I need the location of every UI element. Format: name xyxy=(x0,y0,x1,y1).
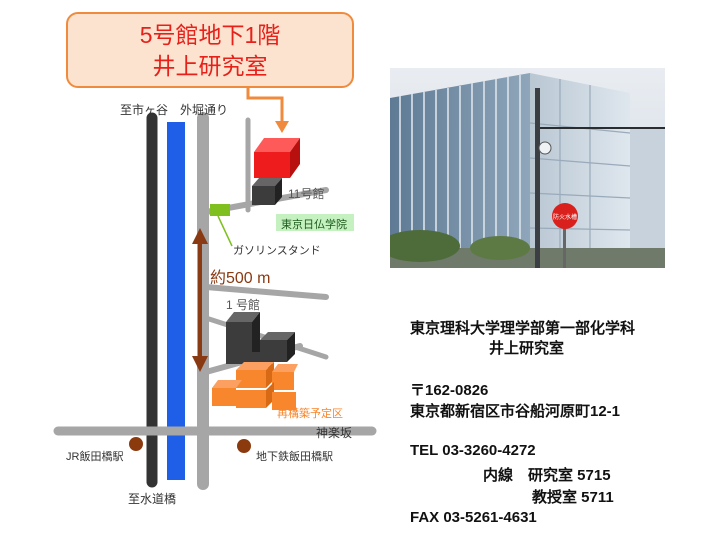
distance-arrowhead-top xyxy=(192,228,208,244)
callout-arrow xyxy=(246,88,284,122)
building-11-cube xyxy=(252,178,282,205)
label-gas-station: ガソリンスタンド xyxy=(233,245,321,257)
metro-station-marker xyxy=(237,439,251,453)
label-bukkyo: 東京日仏学院 xyxy=(281,219,347,231)
info-ext-prof: 教授室 5711 xyxy=(532,489,614,506)
gas-station-marker xyxy=(210,204,230,216)
label-suidobashi: 至水道橋 xyxy=(128,492,177,506)
label-redev: 再構築予定区 xyxy=(277,408,343,420)
info-lab: 井上研究室 xyxy=(489,340,565,357)
info-fax: FAX 03-5261-4631 xyxy=(410,509,537,526)
info-ext-lab: 内線 研究室 5715 xyxy=(483,467,611,484)
building-photo: 防火水槽 xyxy=(390,68,665,268)
distance-arrowhead-bottom xyxy=(192,356,208,372)
label-jr-station: JR飯田橋駅 xyxy=(66,451,124,463)
destination-callout: 5号館地下1階 井上研究室 xyxy=(66,12,354,88)
label-ichigaya: 至市ヶ谷 xyxy=(120,103,169,117)
label-bldg11: 11号館 xyxy=(288,187,325,201)
sign-text: 防火水槽 xyxy=(553,213,577,221)
label-sotobori: 外堀通り xyxy=(180,103,229,117)
road-middle xyxy=(203,284,329,300)
bukkyo-box xyxy=(276,214,354,231)
jr-station-marker xyxy=(129,437,143,451)
river xyxy=(167,122,185,480)
label-kagurazaka: 神楽坂 xyxy=(316,426,353,440)
building-1-cluster xyxy=(226,312,295,368)
label-bldg1: 1 号館 xyxy=(226,298,261,312)
label-metro-station: 地下鉄飯田橋駅 xyxy=(256,451,333,463)
access-map xyxy=(53,88,377,490)
redev-blocks xyxy=(212,362,298,410)
callout-line1: 5号館地下1階 xyxy=(139,22,281,48)
info-tel: TEL 03-3260-4272 xyxy=(410,442,536,459)
info-postal: 〒162-0826 xyxy=(410,382,489,399)
info-address: 東京都新宿区市谷船河原町12-1 xyxy=(410,403,621,420)
callout-line2: 井上研究室 xyxy=(152,53,268,79)
label-distance: 約500 m xyxy=(210,270,271,287)
info-dept: 東京理科大学理学部第一部化学科 xyxy=(410,320,636,337)
callout-arrowhead xyxy=(275,121,289,133)
building-5-cube xyxy=(254,138,300,178)
gas-leader xyxy=(217,215,233,247)
